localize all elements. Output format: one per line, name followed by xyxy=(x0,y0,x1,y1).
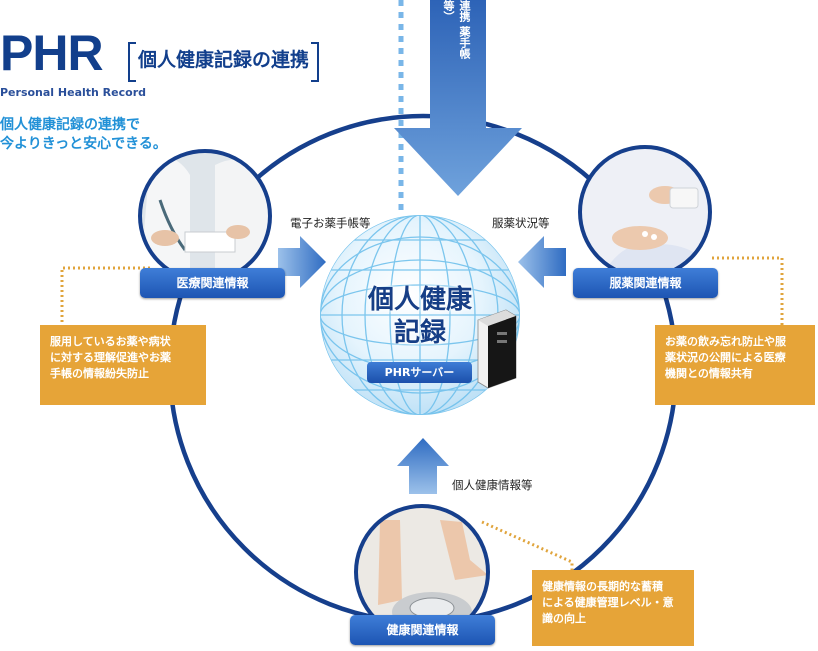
page-english-subtitle: Personal Health Record xyxy=(0,86,146,99)
note-medical: 服用しているお薬や病状 に対する理解促進やお薬 手帳の情報紛失防止 xyxy=(40,325,206,405)
photo-medical xyxy=(138,149,272,283)
center-title-line-1: 個人健康 xyxy=(367,285,472,315)
note-medication-line: お薬の飲み忘れ防止や服 xyxy=(665,335,786,348)
server-box xyxy=(477,309,517,389)
note-health: 健康情報の長期的な蓄積 による健康管理レベル・意 識の向上 xyxy=(532,570,694,646)
category-medication[interactable]: 服薬関連情報 xyxy=(573,268,718,298)
page-subtitle: 個人健康記録の連携 xyxy=(128,40,320,82)
category-health[interactable]: 健康関連情報 xyxy=(350,615,495,645)
category-medical[interactable]: 医療関連情報 xyxy=(140,268,285,298)
arrow-medication xyxy=(518,236,566,288)
top-arrow-label: 連携 薬手帳等） xyxy=(442,0,471,59)
note-medical-line: 手帳の情報紛失防止 xyxy=(50,367,149,380)
flow-label-health: 個人健康情報等 xyxy=(452,478,533,492)
connector-medication xyxy=(712,256,784,340)
note-medical-line: に対する理解促進やお薬 xyxy=(50,351,171,364)
note-health-line: による健康管理レベル・意 xyxy=(542,596,674,609)
tagline-line-2: 今よりきっと安心できる。 xyxy=(0,136,167,152)
flow-label-medical: 電子お薬手帳等 xyxy=(290,216,371,230)
center-title: 個人健康 記録 xyxy=(345,284,495,350)
page-title: PHR xyxy=(0,25,104,81)
arrow-health xyxy=(397,438,449,494)
connector-medical xyxy=(60,266,150,340)
tagline-line-1: 個人健康記録の連携で xyxy=(0,117,140,133)
connector-health xyxy=(481,520,574,572)
note-health-line: 識の向上 xyxy=(542,612,586,625)
note-medication-line: 機関との情報共有 xyxy=(665,367,753,380)
tagline: 個人健康記録の連携で 今よりきっと安心できる。 xyxy=(0,116,167,154)
server-label: PHRサーバー xyxy=(367,362,472,383)
center-title-line-2: 記録 xyxy=(393,318,446,348)
top-arrow xyxy=(394,0,522,196)
flow-label-medication: 服薬状況等 xyxy=(492,216,550,230)
photo-medication xyxy=(578,145,712,279)
note-medication: お薬の飲み忘れ防止や服 薬状況の公開による医療 機関との情報共有 xyxy=(655,325,815,405)
note-medication-line: 薬状況の公開による医療 xyxy=(665,351,786,364)
note-health-line: 健康情報の長期的な蓄積 xyxy=(542,580,663,593)
arrow-medical xyxy=(278,236,326,288)
note-medical-line: 服用しているお薬や病状 xyxy=(50,335,171,348)
